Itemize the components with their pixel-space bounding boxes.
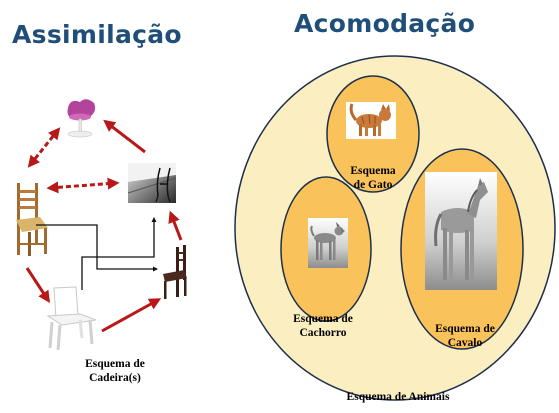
assimilacao-title: Assimilação [12,20,182,49]
dark-chair-icon [163,245,187,299]
chair-schema-label: Esquema de Cadeira(s) [75,357,155,385]
cat-schema-label-line1: Esquema [350,165,396,177]
horse-icon [425,172,497,290]
tulip-chair-icon [67,99,96,138]
arrow-wood-to-photo [46,177,120,194]
dog-schema-label-line2: Cachorro [299,327,347,339]
horse-schema-label-line2: Cavalo [447,337,483,349]
photo-chair-icon [127,163,177,203]
arrow-photo-to-tulip [103,119,146,154]
black-arrows [36,216,159,290]
dog-schema-label: Esquema de Cachorro [282,312,364,340]
white-chair-icon [46,286,97,351]
arrow-wood-to-tulip [27,127,61,168]
cat-schema-label: Esquema de Gato [337,164,409,192]
acomodacao-title: Acomodação [294,9,476,38]
dog-schema-label-line1: Esquema de [293,313,353,325]
arrow-white-to-dark [101,298,162,333]
arrow-wood-to-dark [36,224,159,272]
horse-schema-label: Esquema de Cavalo [424,322,506,350]
chair-schema-label-line1: Esquema de [85,358,145,370]
red-arrows [25,119,183,333]
cat-icon [346,102,396,139]
arrow-white-to-photo [81,216,157,290]
horse-schema-label-line1: Esquema de [435,323,495,335]
wooden-chair-icon [16,183,48,256]
animal-schema-label: Esquema de Animais [346,391,450,403]
cat-schema-label-line2: de Gato [353,179,393,191]
chair-schema-label-line2: Cadeira(s) [89,372,141,384]
dog-icon [308,218,348,268]
arrow-wood-to-white [25,267,50,304]
arrow-dark-to-photo [168,210,183,241]
